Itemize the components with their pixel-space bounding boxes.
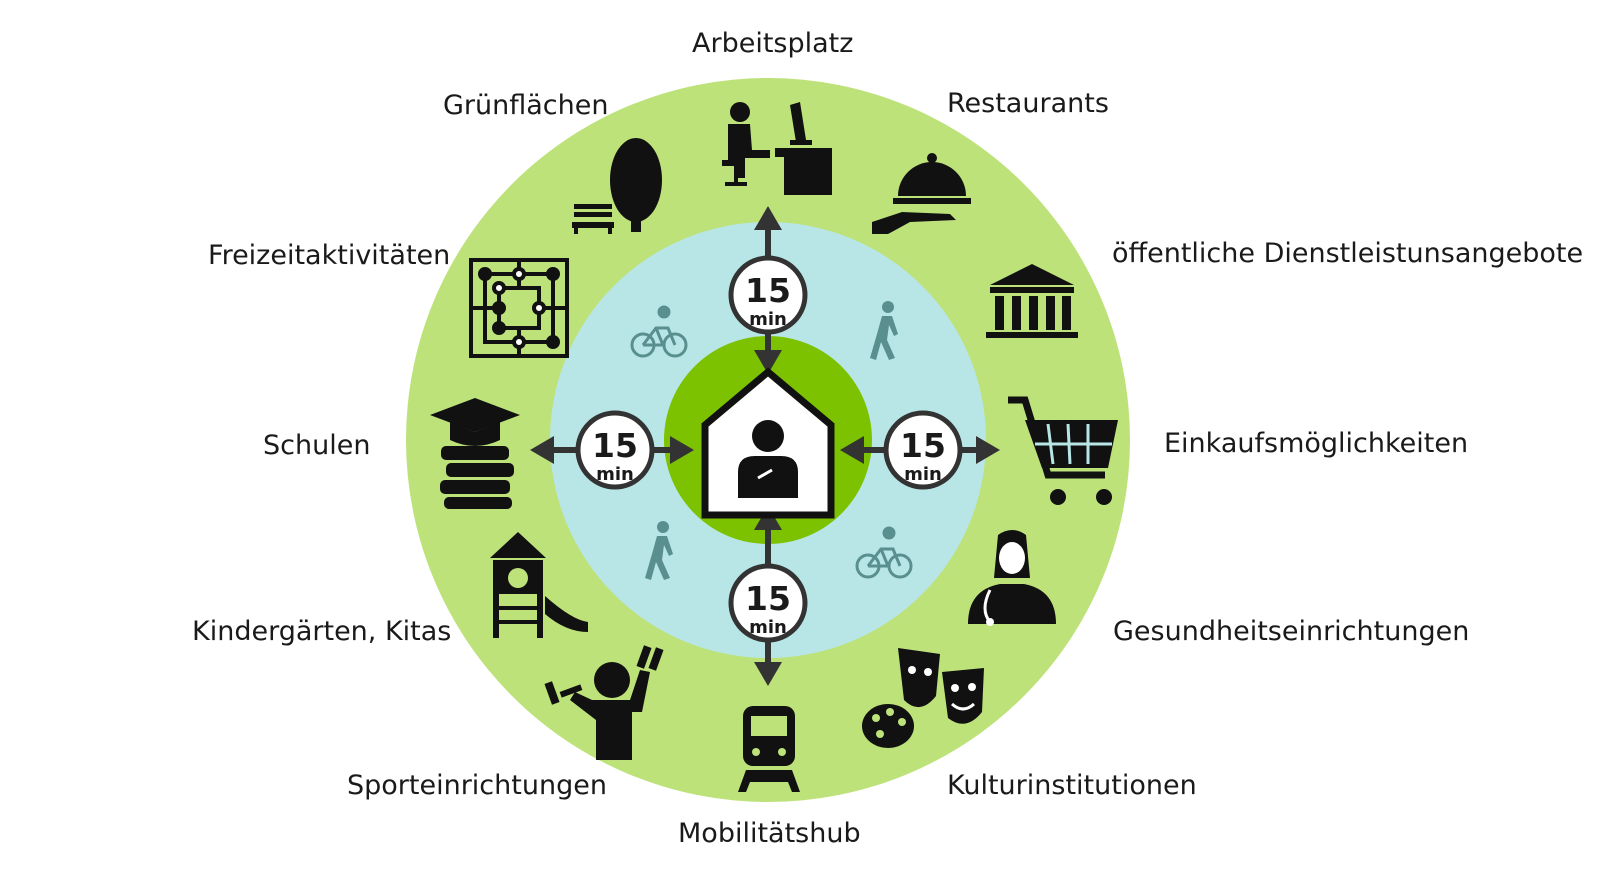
label-sport: Sporteinrichtungen: [347, 770, 607, 801]
label-dienstleistungen: öffentliche Dienstleistunsangebote: [1112, 238, 1584, 269]
label-schulen: Schulen: [263, 430, 371, 461]
svg-text:15: 15: [900, 426, 946, 465]
train-icon: [738, 706, 800, 792]
label-einkauf: Einkaufsmöglichkeiten: [1164, 428, 1469, 459]
bicycle-icon: [630, 305, 688, 358]
label-arbeitsplatz: Arbeitsplatz: [692, 28, 854, 59]
svg-text:min: min: [596, 464, 634, 485]
weightlifting-icon: [544, 645, 664, 760]
board-game-icon: [469, 258, 569, 358]
time-badge-bottom: 15 min: [728, 563, 808, 643]
serving-cloche-icon: [872, 153, 971, 234]
label-mobilitaet: Mobilitätshub: [678, 818, 861, 849]
time-badge-top: 15 min: [728, 255, 808, 335]
label-gruenflaechen: Grünflächen: [443, 90, 609, 121]
label-kita: Kindergärten, Kitas: [192, 616, 452, 647]
playground-icon: [490, 532, 588, 638]
svg-text:15: 15: [745, 271, 791, 310]
shopping-cart-icon: [1008, 396, 1118, 505]
label-gesundheit: Gesundheitseinrichtungen: [1113, 616, 1470, 647]
label-freizeit: Freizeitaktivitäten: [208, 240, 451, 271]
walking-icon: [870, 301, 898, 360]
theater-masks-palette-icon: [862, 648, 984, 748]
desk-worker-icon: [722, 102, 832, 195]
tree-bench-icon: [572, 138, 662, 234]
svg-text:15: 15: [745, 579, 791, 618]
label-restaurants: Restaurants: [947, 88, 1109, 119]
time-badge-right: 15 min: [883, 410, 963, 490]
walking-icon: [645, 521, 673, 580]
graduation-books-icon: [430, 398, 520, 509]
svg-text:min: min: [904, 464, 942, 485]
label-kultur: Kulturinstitutionen: [947, 770, 1197, 801]
svg-text:min: min: [749, 309, 787, 330]
government-building-icon: [986, 264, 1078, 338]
home-person-icon: [701, 367, 835, 519]
svg-text:min: min: [749, 617, 787, 638]
time-badge-left: 15 min: [575, 410, 655, 490]
svg-text:15: 15: [592, 426, 638, 465]
doctor-icon: [968, 530, 1056, 626]
bicycle-icon: [855, 526, 913, 579]
